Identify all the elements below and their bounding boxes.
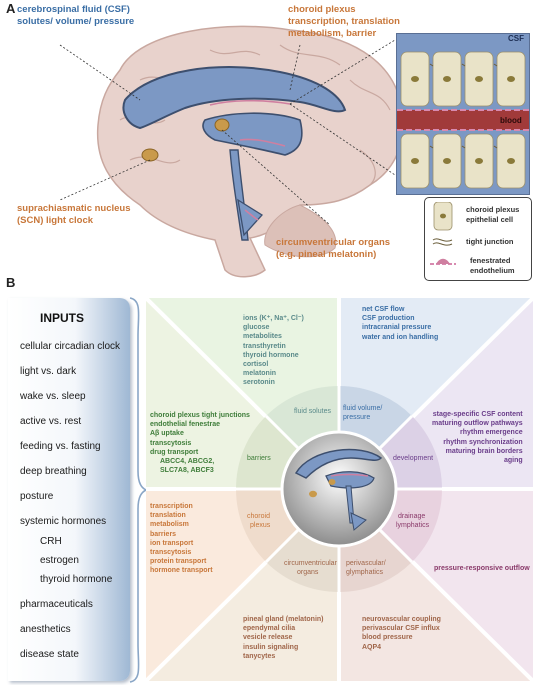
input-item: anesthetics (20, 624, 71, 635)
inputs-bracket (129, 297, 148, 683)
scn-label-1: suprachiasmatic nucleus (17, 203, 131, 214)
inset-csf-label: CSF (508, 34, 524, 43)
cvo-label-2: (e.g. pineal melatonin) (276, 249, 377, 260)
label-perivascular-2: glymphatics (346, 569, 383, 576)
cell-inset (396, 33, 530, 195)
volume-list: net CSF flow CSF production intracranial… (362, 306, 439, 341)
epithelial-cells-bottom (400, 133, 526, 189)
input-item: feeding vs. fasting (20, 441, 101, 452)
inputs-panel (8, 298, 130, 681)
barriers-list: choroid plexus tight junctions endotheli… (150, 412, 250, 475)
label-drainage-2: lymphatics (396, 522, 430, 529)
panel-a-letter: A (6, 1, 16, 16)
leader-lines (59, 39, 396, 226)
csf-title: cerebrospinal fluid (CSF) (17, 4, 130, 15)
label-drainage-1: drainage (398, 513, 426, 520)
legend-cell-2: epithelial cell (466, 215, 514, 224)
input-item: disease state (20, 649, 79, 660)
inset-blood-label: blood (500, 116, 522, 125)
hormone-item: thyroid hormone (40, 574, 113, 585)
perivascular-list: neurovascular coupling perivascular CSF … (362, 616, 441, 651)
label-development: development (393, 455, 434, 462)
pineal-dot (214, 118, 230, 132)
fenestrated-endothelium (397, 109, 529, 131)
label-perivascular-1: perivascular/ (346, 560, 386, 567)
legend-endo-2: endothelium (470, 266, 515, 275)
panel-b-letter: B (6, 275, 16, 290)
inputs-title: INPUTS (40, 311, 85, 325)
lateral-ventricle (122, 66, 347, 130)
input-item: cellular circadian clock (20, 341, 121, 352)
input-item: systemic hormones (20, 516, 107, 527)
choroid-plexus-tissue (209, 99, 291, 221)
legend-icons (430, 202, 456, 265)
hormone-item: CRH (40, 536, 62, 547)
cell-nuclei (411, 76, 515, 164)
epithelial-cells-top (400, 51, 526, 107)
label-cvo-1: circumventricular (284, 560, 337, 567)
choroid-plexus-sub2: metabolism, barrier (288, 28, 377, 39)
cvo-label-1: circumventricular organs (276, 237, 391, 248)
fourth-ventricle (237, 198, 264, 237)
center-ventricle-icon (294, 448, 383, 531)
input-item: active vs. rest (20, 416, 82, 427)
label-fluid-solutes: fluid solutes (294, 408, 331, 415)
development-list: stage-specific CSF content maturing outf… (432, 411, 523, 465)
choroid-plexus-title: choroid plexus (288, 4, 356, 15)
scn-dot (141, 148, 159, 162)
epithelium-drawing (397, 51, 529, 189)
input-item: wake vs. sleep (20, 391, 86, 402)
label-cvo-2: organs (297, 569, 319, 576)
cerebellum (264, 204, 337, 258)
scn-label-2: (SCN) light clock (17, 215, 94, 226)
label-barriers: barriers (247, 455, 271, 462)
legend-cell-1: choroid plexus (466, 205, 520, 214)
brain-illustration (59, 25, 404, 278)
cvo-list: pineal gland (melatonin) ependymal cilia… (243, 616, 324, 660)
center-brain-circle (280, 430, 398, 548)
legend-junction: tight junction (466, 237, 514, 246)
legend-junction-icon (432, 238, 453, 246)
csf-subtitle: solutes/ volume/ pressure (17, 16, 135, 27)
input-item: deep breathing (20, 466, 87, 477)
input-item: light vs. dark (20, 366, 77, 377)
input-item: pharmaceuticals (20, 599, 93, 610)
label-choroid-1: choroid (247, 513, 270, 520)
legend-endo-1: fenestrated (470, 256, 511, 265)
blood-vessel-band (397, 110, 529, 130)
label-fluid-volume-2: pressure (343, 414, 371, 421)
choroid-list: transcription translation metabolism bar… (150, 503, 213, 575)
drainage-list: pressure-responsive outflow (434, 565, 530, 572)
label-choroid-2: plexus (250, 522, 271, 529)
tight-junctions (429, 63, 498, 149)
octant-diagram (146, 298, 533, 681)
solutes-list: ions (K⁺, Na⁺, Cl⁻) glucose metabolites … (243, 315, 304, 387)
label-fluid-volume-1: fluid volume/ (343, 405, 383, 412)
hormone-item: estrogen (40, 555, 79, 566)
input-item: posture (20, 491, 54, 502)
choroid-plexus-sub1: transcription, translation (288, 16, 400, 27)
